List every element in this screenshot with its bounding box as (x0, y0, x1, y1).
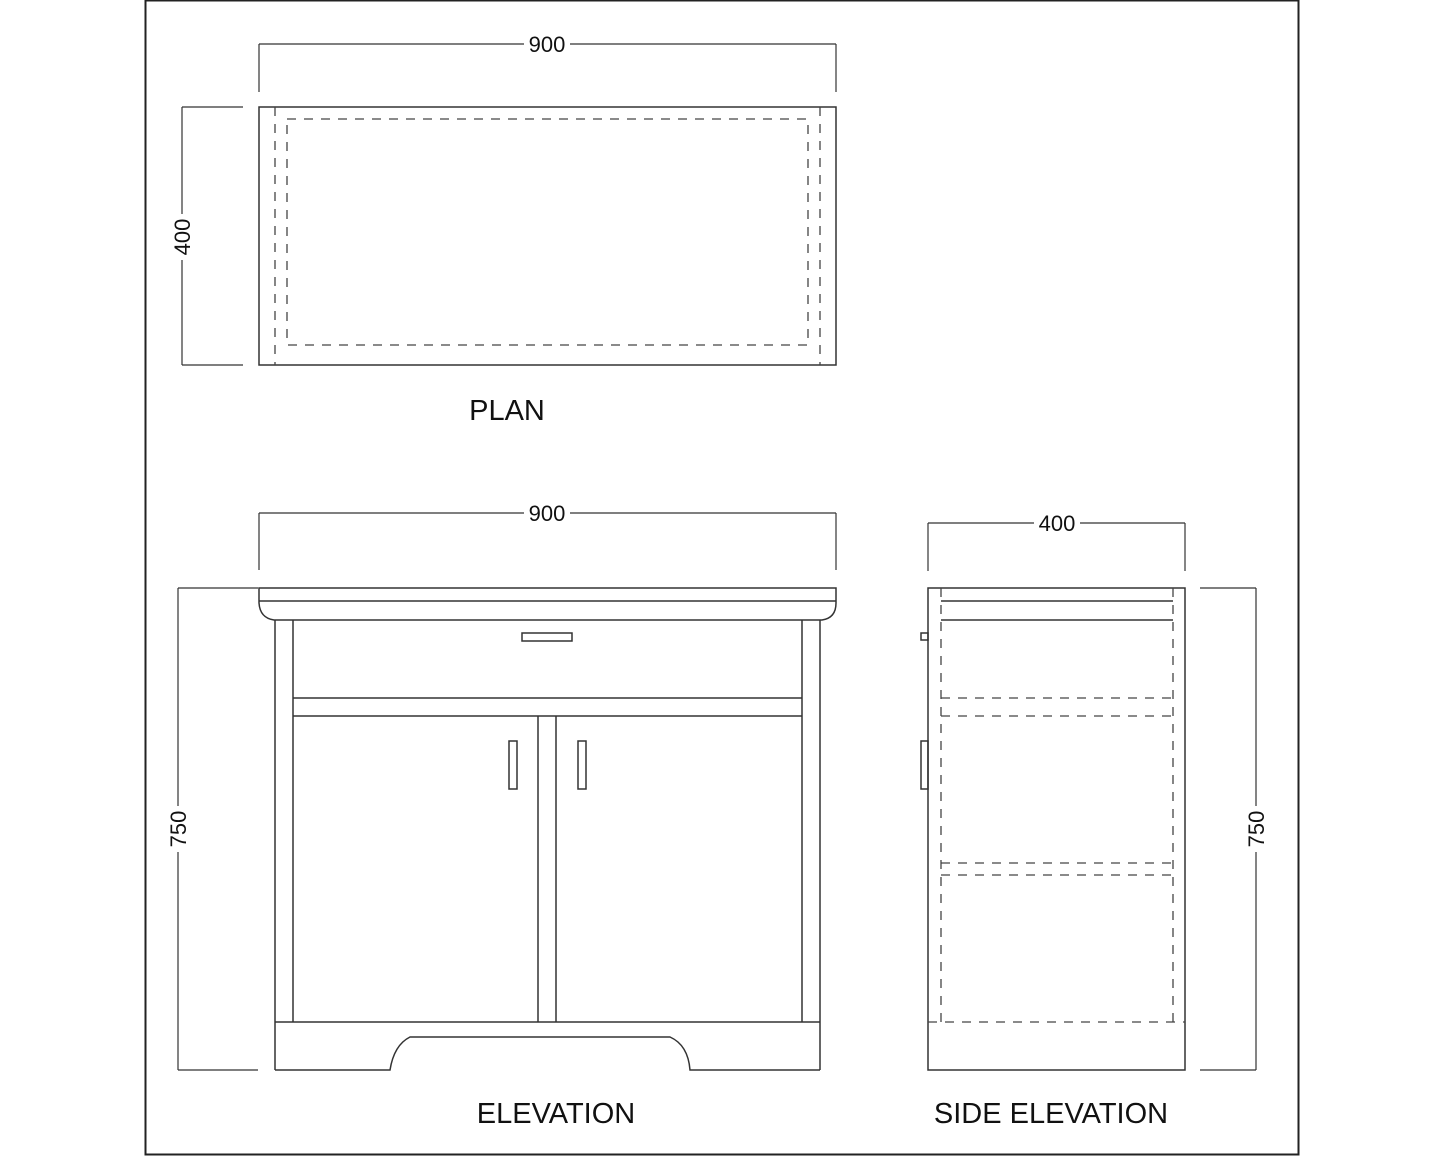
elevation-title: ELEVATION (477, 1098, 635, 1130)
plan-width-label: 900 (529, 32, 566, 57)
elevation-height-dimension: 750 (166, 587, 258, 1071)
side-width-dimension: 400 (927, 511, 1186, 571)
plan-depth-dimension: 400 (170, 106, 243, 366)
side-height-label: 750 (1244, 811, 1269, 848)
side-height-dimension: 750 (1200, 587, 1269, 1071)
side-outline (927, 587, 1186, 1071)
elevation-height-label: 750 (166, 811, 191, 848)
plan-width-dimension: 900 (258, 32, 837, 92)
elevation-top-slab (258, 587, 837, 621)
plan-top-outline (258, 106, 837, 366)
plan-view: 900 400 PLAN (170, 32, 837, 427)
elevation-width-label: 900 (529, 501, 566, 526)
side-door-handle (920, 740, 929, 790)
front-elevation-view: 900 750 ELEVATION (166, 501, 837, 1130)
elevation-plinth (275, 1036, 820, 1071)
side-elevation-view: 400 750 SIDE ELEVATION (920, 511, 1269, 1130)
right-door-handle (577, 740, 587, 790)
sheet-border (144, 0, 1300, 1156)
plan-title: PLAN (469, 395, 545, 427)
elevation-width-dimension: 900 (258, 501, 837, 570)
side-elevation-title: SIDE ELEVATION (934, 1098, 1168, 1130)
left-door-handle (508, 740, 518, 790)
plan-depth-label: 400 (170, 219, 195, 256)
drawer-handle (521, 632, 573, 642)
side-width-label: 400 (1039, 511, 1076, 536)
plan-hidden-carcass (286, 118, 809, 346)
side-drawer-handle (920, 632, 929, 641)
